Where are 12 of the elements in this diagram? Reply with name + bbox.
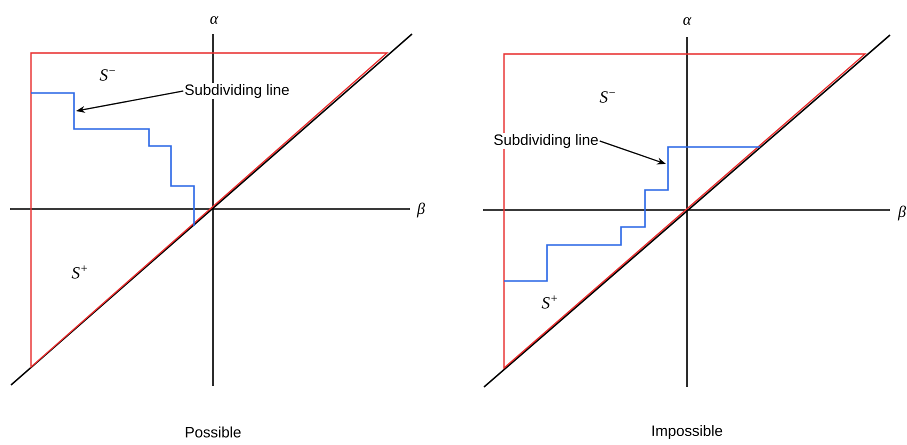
region-label: S$^{−}$ [100,69,115,81]
text-label: Subdividing line [183,83,291,99]
panel-caption: Possible [186,426,241,438]
region-label: S$^{+}$ [542,295,557,309]
region-label: S$^{−}$ [600,91,615,103]
panel-caption: Impossible [652,425,722,439]
text-label: Subdividing line [492,133,600,149]
axis-label: β [416,202,425,218]
axis-label: β [898,206,906,220]
axis-label: α [683,17,692,25]
region-label: S$^{+}$ [72,265,87,279]
axis-label: α [210,16,218,24]
